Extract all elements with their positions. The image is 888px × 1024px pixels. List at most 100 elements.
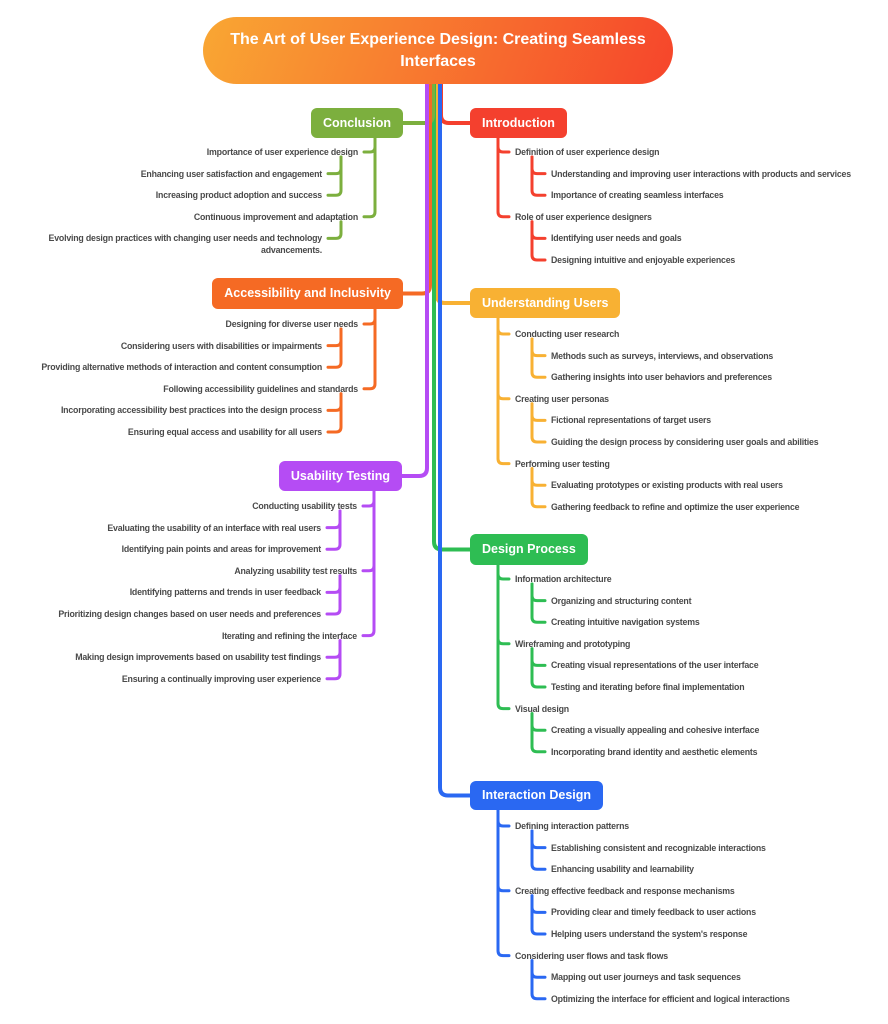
topic-label[interactable]: Iterating and refining the interface [221,630,357,641]
branch-node-conclusion[interactable]: Conclusion [310,108,403,138]
subtopic-label[interactable]: Testing and iterating before final imple… [551,682,745,692]
connector [530,712,547,754]
topic-label[interactable]: Following accessibility guidelines and s… [163,383,358,394]
connector [530,467,547,487]
subtopic-label[interactable]: Gathering feedback to refine and optimiz… [551,501,800,512]
connector [530,337,547,358]
subtopic-label[interactable]: Providing clear and timely feedback to u… [551,907,756,918]
subtopic-label[interactable]: Optimizing the interface for efficient a… [551,993,790,1004]
connector [325,574,342,616]
connector [325,509,342,551]
connector [530,829,547,850]
subtopic-label[interactable]: Providing alternative methods of interac… [41,362,322,373]
connector [362,136,377,219]
topic-label[interactable]: Conducting usability tests [252,501,357,511]
subtopic-label[interactable]: Considering users with disabilities or i… [120,340,322,351]
connector [530,220,547,262]
topic-label[interactable]: Information architecture [515,574,612,584]
subtopic-label[interactable]: Ensuring equal access and usability for … [127,427,322,437]
connector [362,307,377,391]
branch-node-introduction[interactable]: Introduction [470,108,567,138]
connector [362,136,377,154]
topic-label[interactable]: Definition of user experience design [515,147,660,157]
connector [361,489,376,638]
connector [530,402,547,422]
topic-label[interactable]: Analyzing usability test results [234,565,357,576]
topic-label[interactable]: Visual design [515,703,569,714]
subtopic-label[interactable]: Designing intuitive and enjoyable experi… [551,255,736,265]
subtopic-label[interactable]: Importance of creating seamless interfac… [551,190,724,201]
subtopic-label[interactable]: Evolving design practices with changing … [48,233,323,256]
connector [530,894,547,936]
subtopic-label[interactable]: Increasing product adoption and success [155,190,322,201]
subtopic-label[interactable]: Guiding the design process by considerin… [551,437,819,447]
topic-label[interactable]: Designing for diverse user needs [225,319,359,329]
topic-label[interactable]: Continuous improvement and adaptation [193,211,358,222]
connector [530,959,547,1001]
subtopic-label[interactable]: Methods such as surveys, interviews, and… [551,350,774,361]
subtopic-label[interactable]: Making design improvements based on usab… [75,652,321,663]
connector [496,136,511,219]
connector [496,316,511,336]
subtopic-label[interactable]: Incorporating brand identity and aesthet… [551,746,758,757]
connector [326,155,343,197]
subtopic-label[interactable]: Enhancing user satisfaction and engageme… [140,168,322,179]
branch-node-usability-testing[interactable]: Usability Testing [278,461,402,491]
subtopic-label[interactable]: Creating visual representations of the u… [551,660,759,671]
connector [496,808,511,893]
subtopic-label[interactable]: Evaluating the usability of an interface… [107,522,321,533]
subtopic-label[interactable]: Mapping out user journeys and task seque… [551,972,741,983]
branch-node-design-process[interactable]: Design Process [470,534,588,565]
connector [326,220,343,240]
connector [326,392,343,412]
root-node[interactable]: The Art of User Experience Design: Creat… [203,17,673,84]
subtopic-label[interactable]: Identifying patterns and trends in user … [129,587,322,598]
connector [496,808,511,828]
topic-label[interactable]: Creating effective feedback and response… [515,885,735,896]
subtopic-label[interactable]: Identifying user needs and goals [551,233,682,244]
root-node-label: The Art of User Experience Design: Creat… [230,30,646,70]
subtopic-label[interactable]: Fictional representations of target user… [551,415,711,426]
subtopic-label[interactable]: Helping users understand the system's re… [551,929,748,939]
connector [325,639,342,681]
subtopic-label[interactable]: Enhancing usability and learnability [551,864,694,875]
subtopic-label[interactable]: Prioritizing design changes based on use… [58,609,321,619]
topic-label[interactable]: Defining interaction patterns [515,821,629,831]
subtopic-label[interactable]: Organizing and structuring content [551,595,692,606]
connector [530,959,547,979]
subtopic-label[interactable]: Ensuring a continually improving user ex… [121,673,321,684]
connector [530,337,547,379]
branch-node-accessibility-and-inclusivity[interactable]: Accessibility and Inclusivity [212,278,403,309]
connector [530,582,547,624]
subtopic-label[interactable]: Establishing consistent and recognizable… [551,842,766,853]
topic-label[interactable]: Considering user flows and task flows [515,950,668,961]
topic-label[interactable]: Role of user experience designers [515,211,652,222]
subtopic-label[interactable]: Incorporating accessibility best practic… [60,405,322,416]
subtopic-label[interactable]: Creating a visually appealing and cohesi… [551,725,760,736]
connector [496,808,511,958]
subtopic-label[interactable]: Creating intuitive navigation systems [551,617,700,628]
subtopic-label[interactable]: Evaluating prototypes or existing produc… [551,480,783,491]
connector [400,82,429,478]
topic-label[interactable]: Creating user personas [515,393,609,404]
connector [530,647,547,689]
subtopic-label[interactable]: Understanding and improving user interac… [551,168,851,179]
connector [438,82,472,798]
connector [530,829,547,871]
connector [530,582,547,603]
topic-label[interactable]: Importance of user experience design [206,147,358,157]
topic-label[interactable]: Performing user testing [515,458,610,469]
subtopic-label[interactable]: Identifying pain points and areas for im… [121,544,322,555]
topic-label[interactable]: Conducting user research [515,329,620,339]
subtopic-label[interactable]: Gathering insights into user behaviors a… [551,372,772,383]
branch-node-understanding-users[interactable]: Understanding Users [470,288,621,318]
connector [530,155,547,176]
topic-label[interactable]: Wireframing and prototyping [515,638,631,649]
connector [496,316,511,401]
connector [325,639,342,659]
connector [530,220,547,240]
connector [530,647,547,667]
branch-node-interaction-design[interactable]: Interaction Design [470,781,604,810]
